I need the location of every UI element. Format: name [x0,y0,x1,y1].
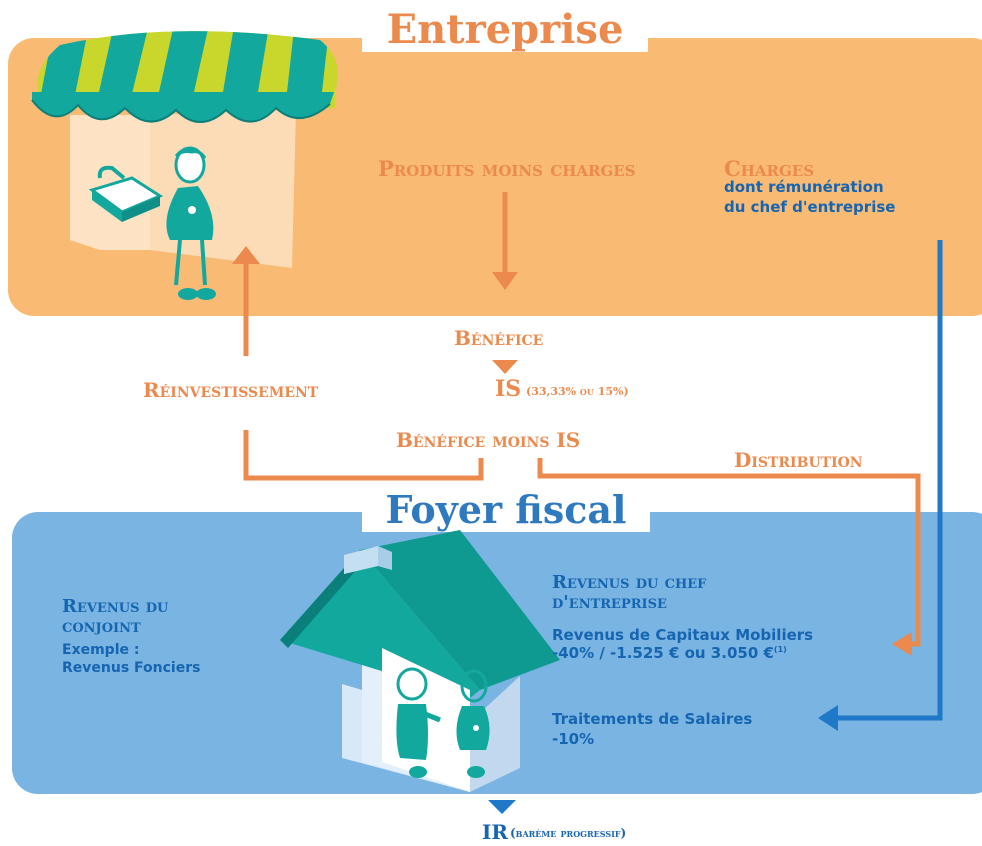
ir-detail-label: (barème progressif) [510,826,627,840]
revenus-conjoint-label-1: Revenus du [62,596,169,617]
shop-illustration [31,31,338,300]
reinvestissement-label: Réinvestissement [143,378,319,402]
house-illustration [280,530,560,792]
arrow-to-ir [488,800,516,814]
shopkeeper-figure [166,146,216,300]
blue-arrows [488,240,943,814]
charges-detail-line-1: dont rémunération [724,178,884,196]
connector-distribution [537,458,921,647]
foyer-fiscal-title: Foyer fiscal [362,480,650,532]
revenus-chef-label-1: Revenus du chef [552,572,707,593]
rcm-label-2: -40% / -1.525 € ou 3.050 €(1) [552,644,787,662]
entreprise-title: Entreprise [362,0,648,53]
revenus-fonciers-label: Revenus Fonciers [62,660,201,676]
couple-figures [396,667,490,778]
charges-label: Charges [724,156,815,181]
produits-moins-charges-label: Produits moins charges [378,156,636,181]
benefice-moins-is-label: Bénéfice moins IS [396,428,581,452]
orange-arrows [243,192,921,647]
shop-door-right [150,110,296,268]
fax-icon [88,165,164,222]
connector-reinvestissement [243,430,484,481]
rcm-footnote-marker: (1) [773,645,787,654]
ir-label: IR [482,820,508,844]
orange-arrowheads [232,246,912,656]
salaires-label-2: -10% [552,730,595,748]
revenus-conjoint-label-2: conjoint [62,616,141,637]
benefice-label: Bénéfice [454,326,544,350]
revenus-chef-label-2: d'entreprise [552,592,667,613]
exemple-label: Exemple : [62,642,140,658]
rcm-label-1: Revenus de Capitaux Mobiliers [552,626,814,644]
charges-detail-line-2: du chef d'entreprise [724,198,896,216]
salaires-label-1: Traitements de Salaires [552,710,753,728]
is-rate-label: (33,33% ou 15%) [526,385,629,398]
distribution-label: Distribution [734,448,863,472]
is-label: IS [495,376,522,402]
chimney [344,546,378,574]
